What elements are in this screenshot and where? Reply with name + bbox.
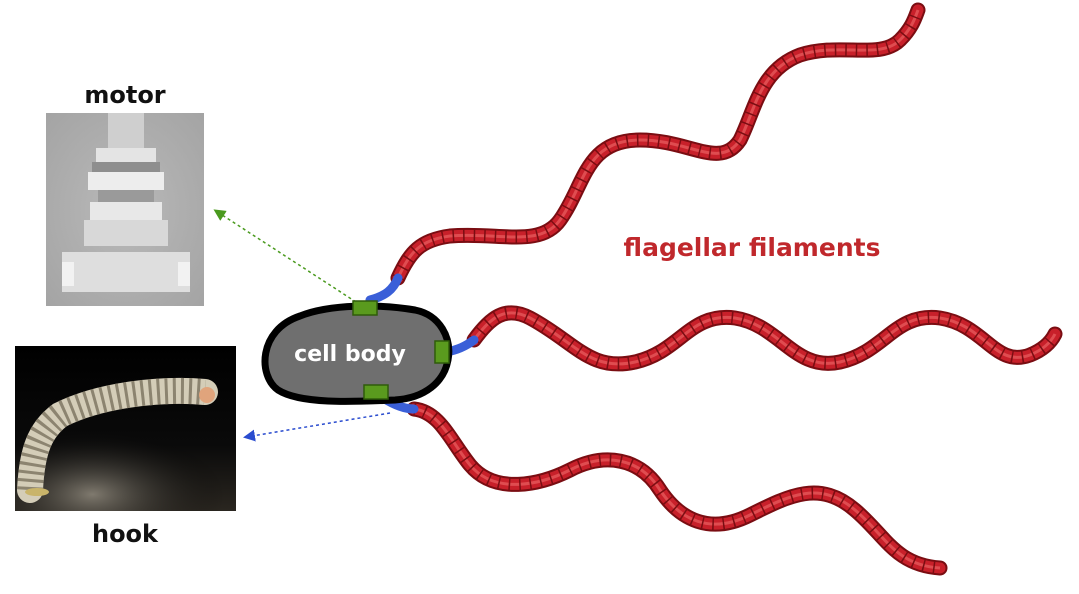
motor-label: motor <box>84 81 165 109</box>
filament-top-highlight <box>396 9 920 279</box>
filament-bottom <box>406 401 948 576</box>
motor-box-top <box>352 300 378 316</box>
hook-image <box>15 346 236 511</box>
flagellar-filaments <box>390 2 1063 576</box>
filaments-label: flagellar filaments <box>624 233 881 262</box>
hook-pointer-arrow <box>243 412 391 442</box>
filament-bottom-highlight <box>413 407 941 570</box>
hook-segment-top <box>365 273 403 305</box>
filament-middle-highlight <box>472 311 1057 366</box>
motor-box-middle <box>434 340 450 364</box>
cell-body-shape <box>261 302 453 405</box>
motor-pointer-arrow <box>213 209 357 303</box>
motor-image <box>46 113 204 306</box>
motor-box-bottom <box>363 384 389 400</box>
cell-body-label: cell body <box>294 342 406 367</box>
hook-label: hook <box>92 520 159 548</box>
